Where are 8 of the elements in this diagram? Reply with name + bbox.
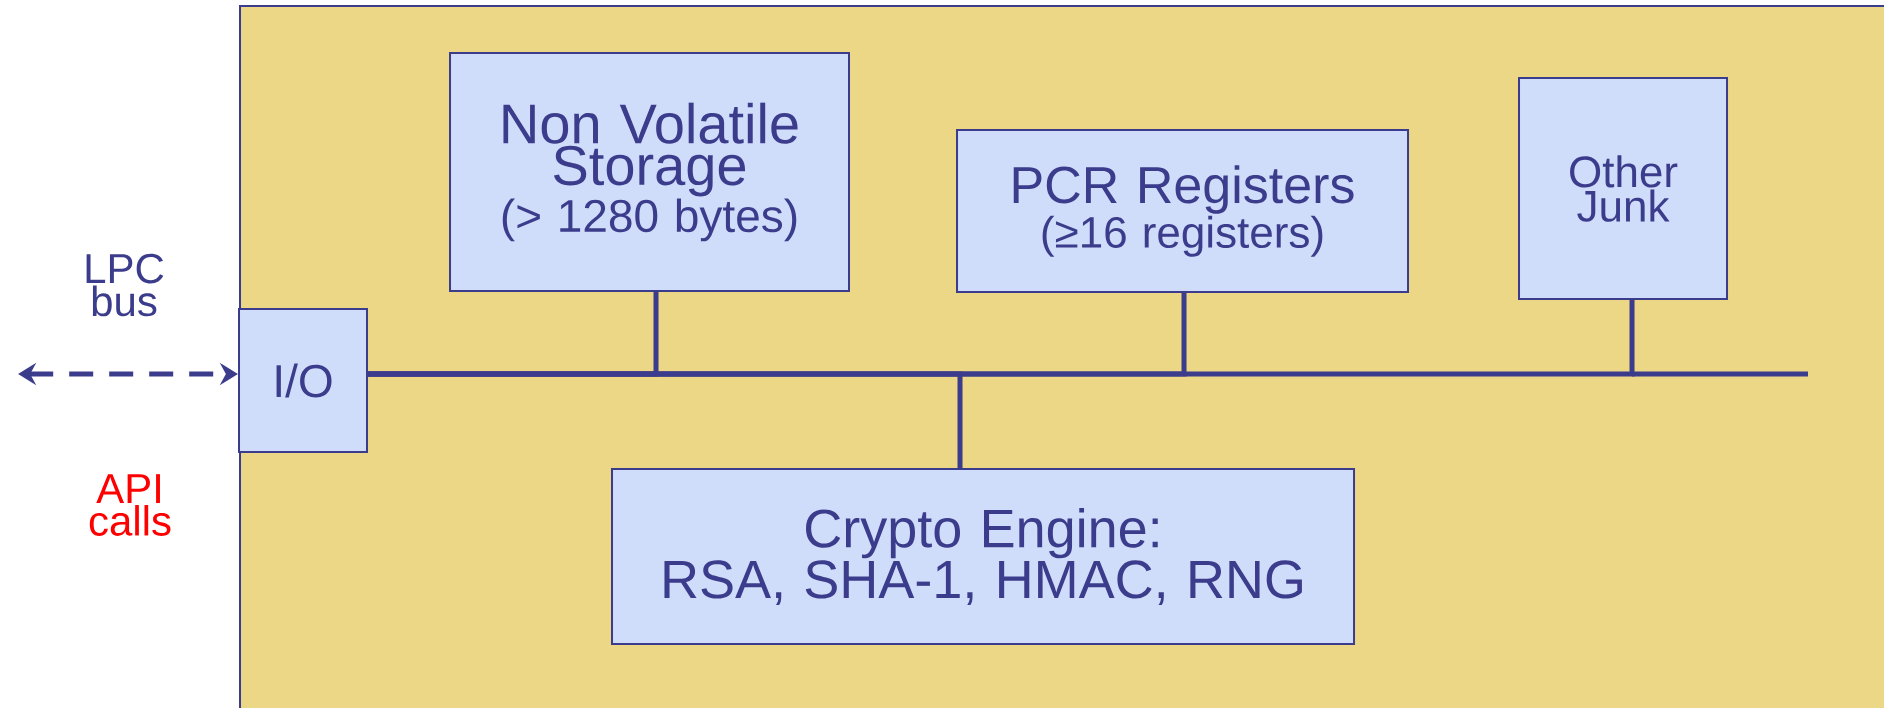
- edge-label: LPC bus: [86, 253, 164, 317]
- note-text: API calls: [89, 474, 171, 536]
- component-box: Other Junk: [1518, 77, 1728, 300]
- component-box: Non Volatile Storage (> 1280 bytes): [449, 52, 850, 292]
- component-box: Crypto Engine: RSA, SHA-1, HMAC, RNG: [611, 468, 1355, 645]
- bus-connection: [368, 371, 963, 468]
- component-box: I/O: [238, 308, 368, 453]
- component-box: PCR Registers (≥16 registers): [956, 129, 1409, 293]
